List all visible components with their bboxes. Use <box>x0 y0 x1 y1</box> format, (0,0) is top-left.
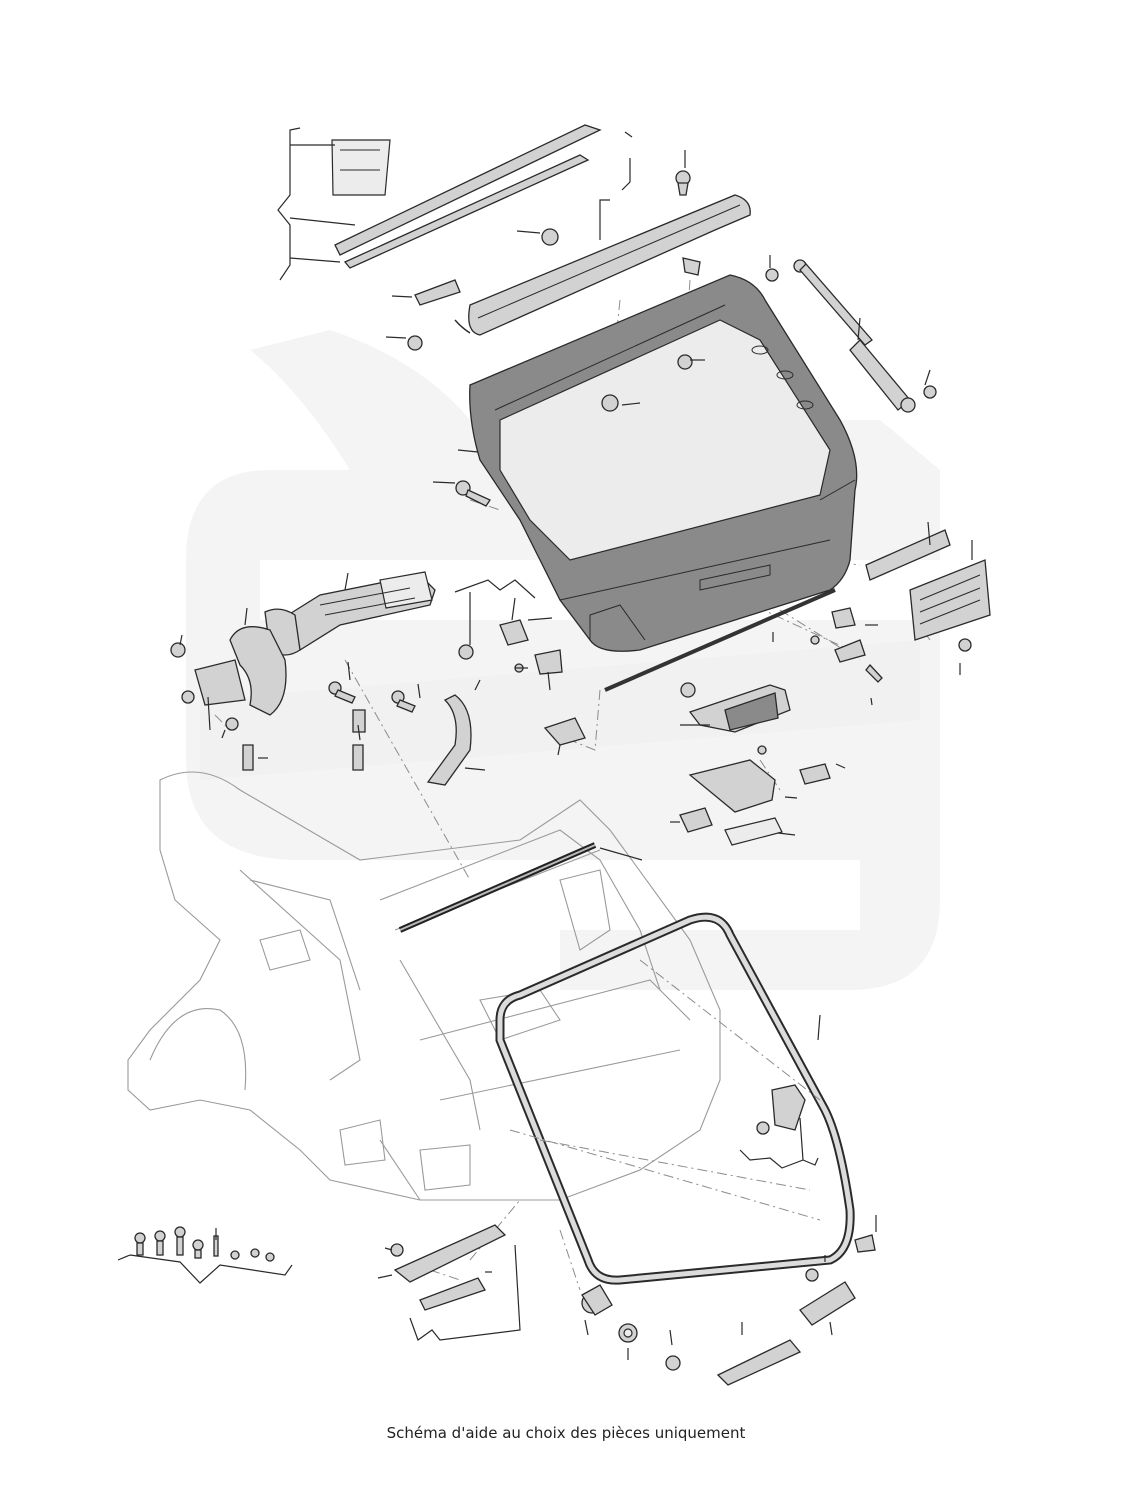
gas-strut <box>765 259 937 413</box>
bottom-right-parts <box>716 1234 876 1386</box>
handle-light-module <box>679 682 831 846</box>
plate-lighting-parts <box>604 529 991 692</box>
door-seal <box>495 912 855 1285</box>
car-body-outline <box>127 771 721 1201</box>
trim-strips <box>331 124 602 269</box>
window-seal-strip <box>398 842 597 933</box>
center-small-parts <box>458 619 586 746</box>
diagram-caption: Schéma d'aide au choix des pièces unique… <box>386 1424 746 1442</box>
lock-striker <box>756 1084 806 1135</box>
roof-spoiler <box>454 194 751 336</box>
callout-leaders <box>117 127 973 1360</box>
bottom-center-parts <box>390 1224 681 1371</box>
tailgate-panel <box>469 274 858 652</box>
curved-trim-arm <box>426 694 472 786</box>
fasteners-top <box>407 170 701 507</box>
screw-set <box>134 1226 275 1262</box>
hinge-bracket <box>170 626 416 771</box>
